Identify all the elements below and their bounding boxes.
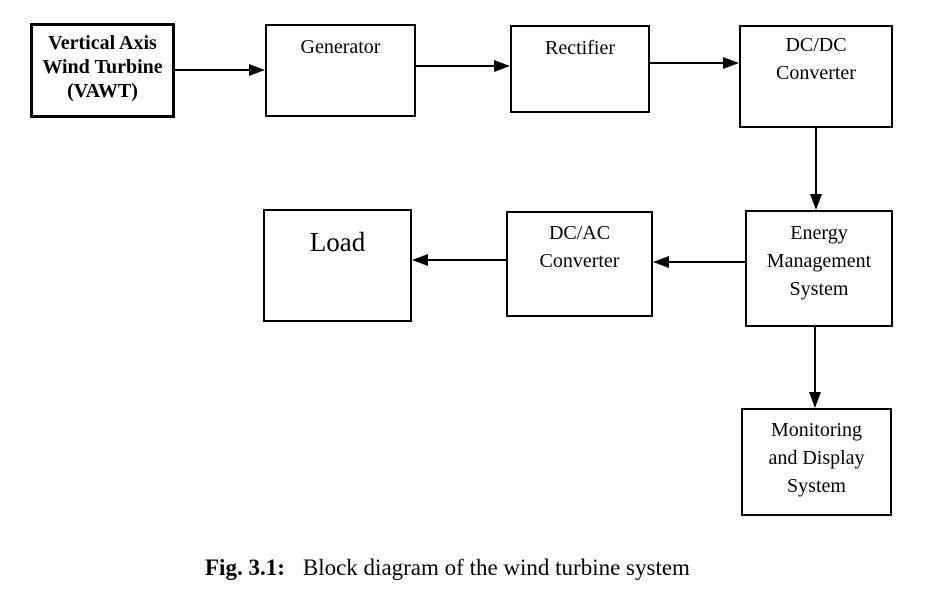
block-load: Load: [263, 209, 412, 322]
block-rectifier: Rectifier: [510, 25, 650, 113]
block-label: Generator: [300, 36, 381, 58]
figure-caption-text: Block diagram of the wind turbine system: [302, 555, 690, 580]
block-generator: Generator: [265, 24, 416, 117]
figure-caption: Fig. 3.1: Block diagram of the wind turbi…: [205, 554, 690, 582]
block-label: DC/AC Converter: [539, 222, 620, 272]
block-label: Rectifier: [545, 37, 615, 59]
block-label: Energy Management System: [766, 222, 872, 300]
block-monitoring-display-system: Monitoring and Display System: [741, 408, 892, 516]
block-label: Monitoring and Display System: [768, 419, 865, 497]
block-vawt: Vertical Axis Wind Turbine (VAWT): [30, 23, 175, 118]
block-dcdc-converter: DC/DC Converter: [739, 25, 893, 128]
block-label: Vertical Axis Wind Turbine (VAWT): [42, 32, 163, 102]
figure-caption-number: Fig. 3.1:: [205, 555, 285, 580]
block-label: Load: [309, 227, 366, 257]
block-dcac-converter: DC/AC Converter: [506, 211, 653, 317]
block-energy-management-system: Energy Management System: [745, 210, 893, 327]
block-label: DC/DC Converter: [776, 34, 856, 84]
